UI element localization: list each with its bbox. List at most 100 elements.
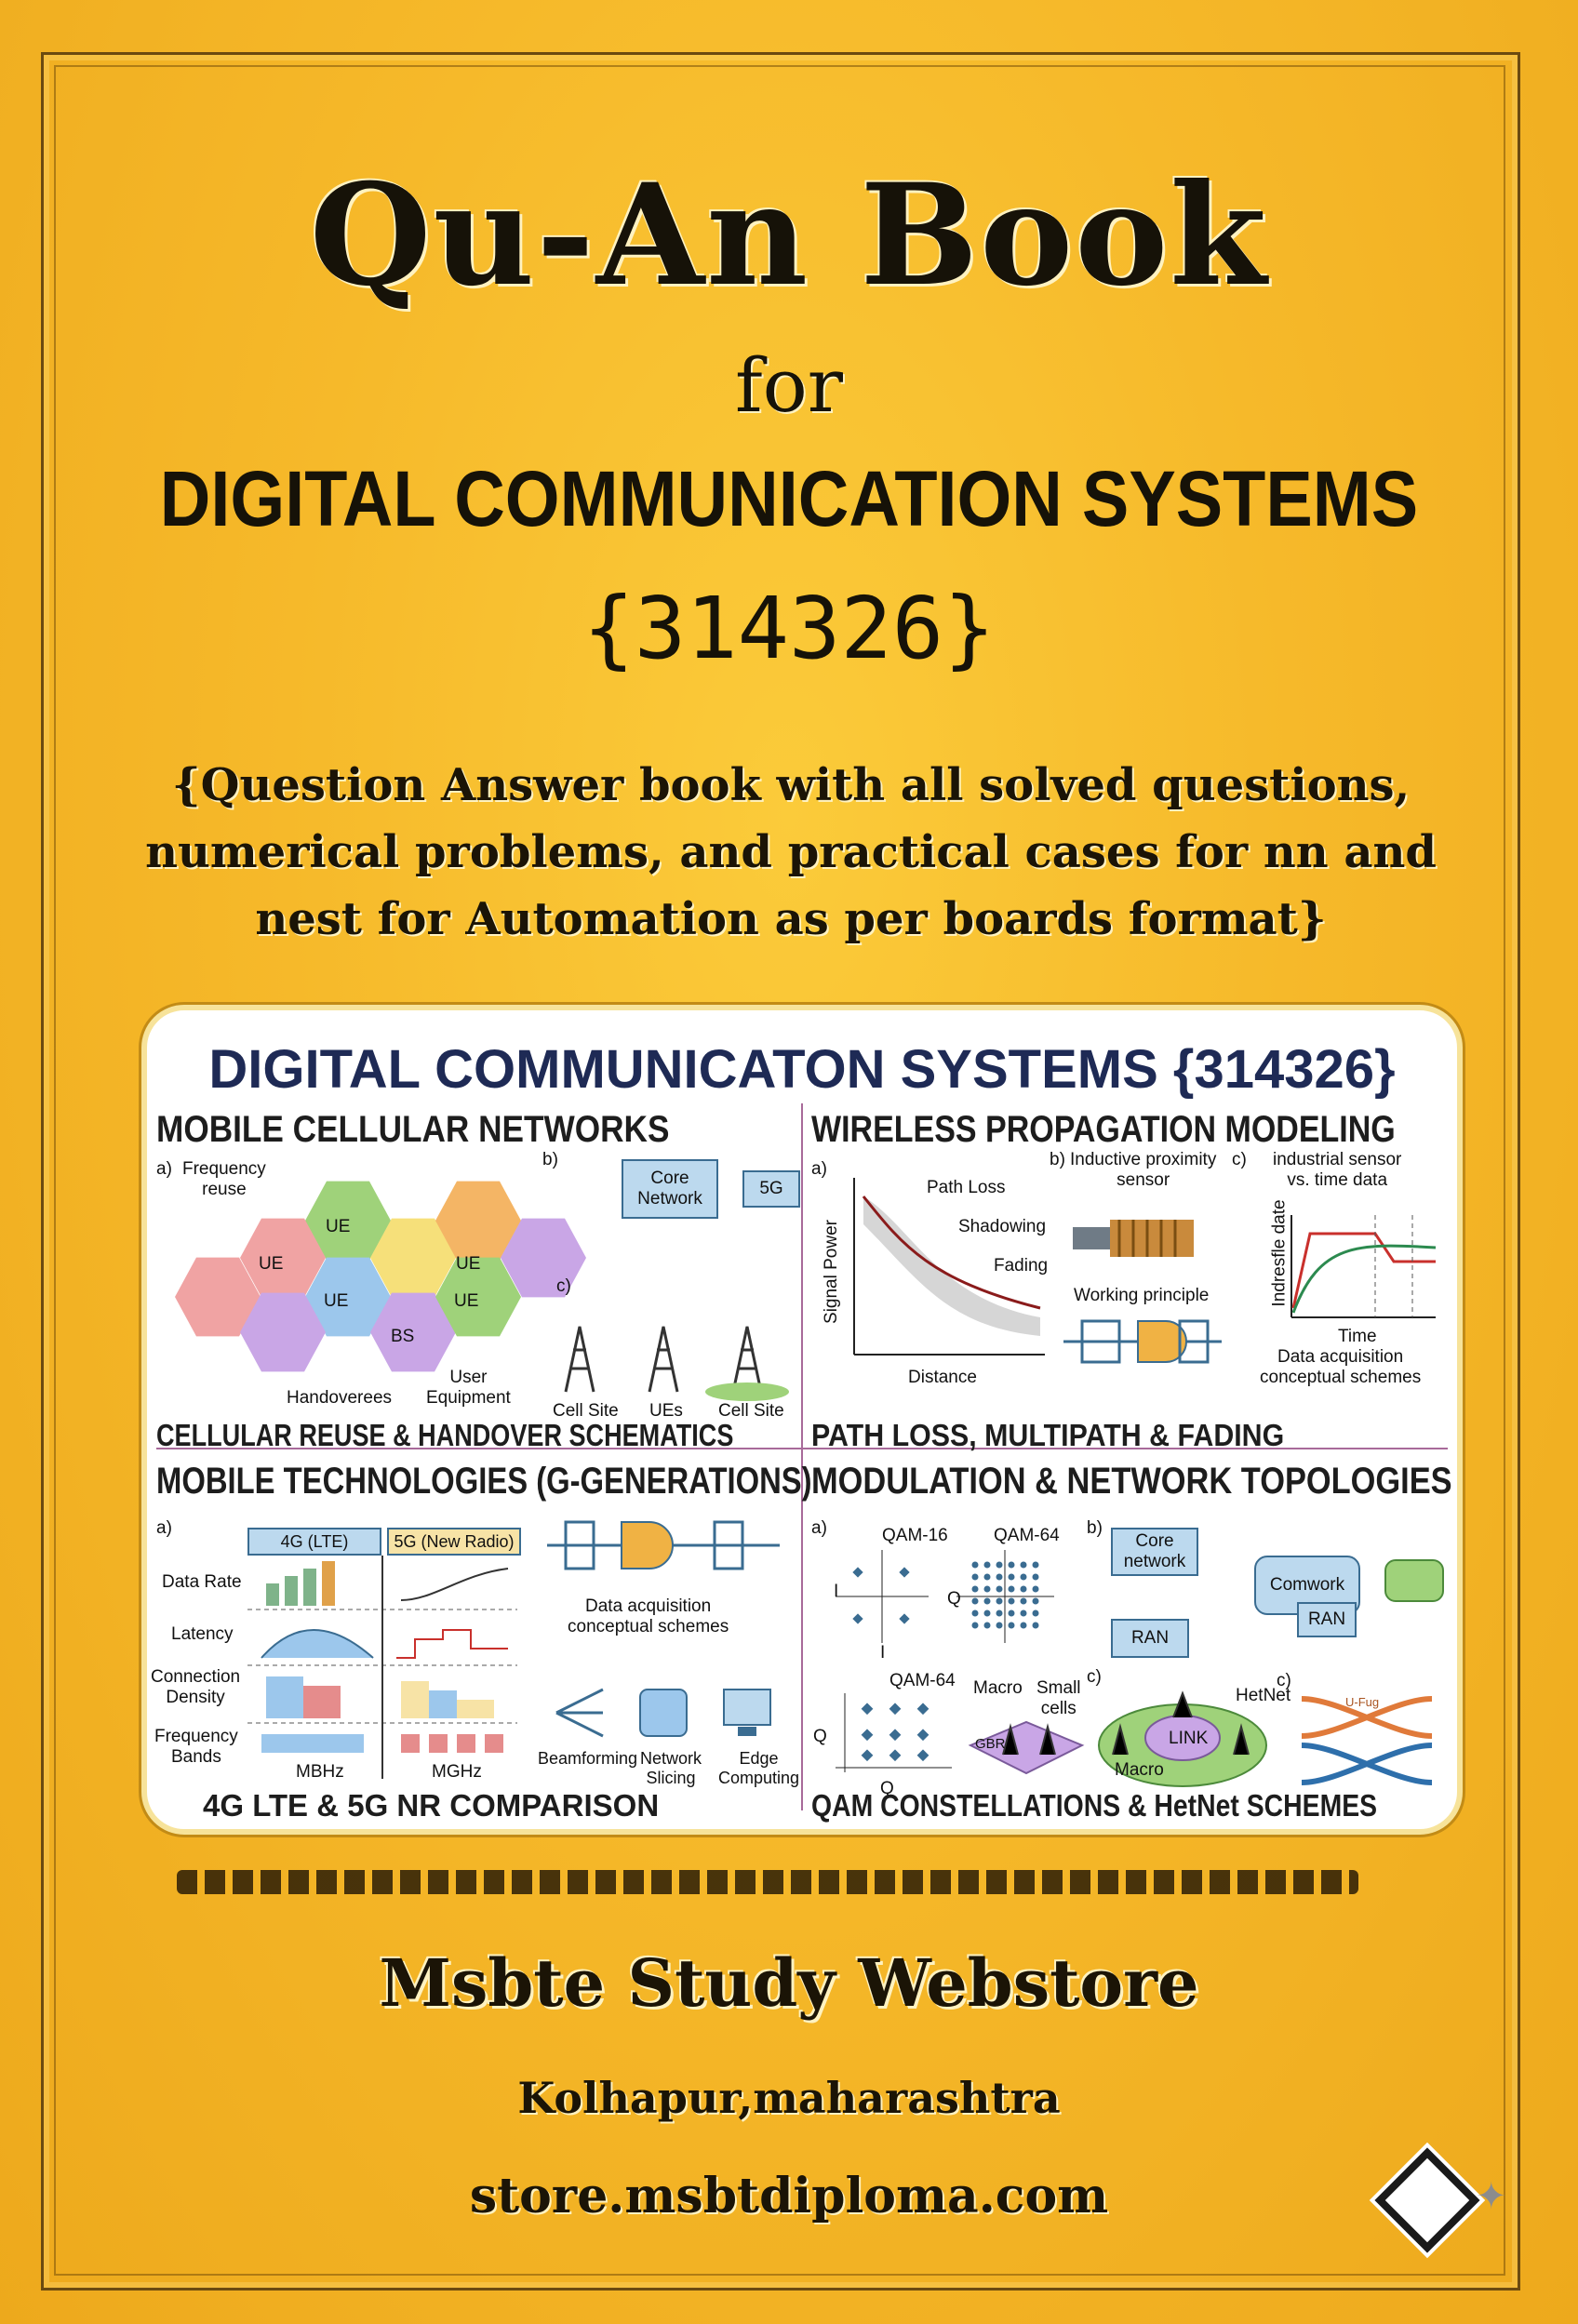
small-cells-label: Small cells bbox=[1036, 1678, 1081, 1718]
industrial-sensor-label: industrial sensor vs. time data bbox=[1273, 1150, 1402, 1190]
qam64-label: QAM-64 bbox=[994, 1526, 1060, 1545]
q1-b-label: b) bbox=[542, 1150, 558, 1169]
gbr-label: GBR bbox=[975, 1736, 1006, 1752]
antenna-icon bbox=[555, 1688, 771, 1738]
hetnet-diagram bbox=[1098, 1690, 1267, 1787]
fading-label: Fading bbox=[994, 1256, 1049, 1276]
qam64-point bbox=[1032, 1573, 1039, 1581]
q4-footer: QAM CONSTELLATIONS & HetNet SCHEMES bbox=[811, 1788, 1378, 1823]
i-axis-label: I bbox=[880, 1643, 886, 1663]
qam64-point bbox=[1008, 1622, 1015, 1629]
panel-horizontal-divider bbox=[156, 1448, 1448, 1449]
sensor-time-graph bbox=[1290, 1215, 1437, 1318]
qam64-point bbox=[1008, 1597, 1015, 1605]
ufug-label: U-Fug bbox=[1345, 1695, 1380, 1709]
beamforming-label: Beamforming bbox=[538, 1749, 638, 1768]
cover-outer-frame bbox=[41, 52, 1520, 2291]
time-label: Time bbox=[1338, 1327, 1377, 1346]
macro-label-2: Macro bbox=[1115, 1760, 1164, 1780]
qam64-point bbox=[1020, 1561, 1027, 1569]
qam-constellation-bottom bbox=[836, 1693, 952, 1772]
qam64-point bbox=[971, 1622, 979, 1629]
eye-diagram bbox=[1301, 1696, 1433, 1785]
qam64-point bbox=[983, 1573, 991, 1581]
q1-heading: MOBILE CELLULAR NETWORKS bbox=[156, 1109, 670, 1150]
qam64-point bbox=[983, 1622, 991, 1629]
data-rate-label: Data Rate bbox=[162, 1572, 242, 1592]
latency-label: Latency bbox=[171, 1624, 234, 1644]
qam64-point bbox=[1008, 1585, 1015, 1593]
handoverees-label: Handoverees bbox=[287, 1388, 393, 1408]
path-loss-graph bbox=[853, 1178, 1045, 1356]
shadowing-label: Shadowing bbox=[958, 1217, 1047, 1236]
indrestle-date-label: Indresfle date bbox=[1269, 1199, 1290, 1307]
qam64-point bbox=[1032, 1622, 1039, 1629]
q1-a-label: a) bbox=[156, 1159, 172, 1179]
q4-c2-label: c) bbox=[1277, 1671, 1291, 1690]
qam64-point bbox=[971, 1561, 979, 1569]
q4-c-label: c) bbox=[1087, 1667, 1102, 1687]
core-network-box: Core Network bbox=[622, 1159, 718, 1219]
ran-box-2: RAN bbox=[1297, 1602, 1357, 1637]
qam64-point bbox=[996, 1561, 1003, 1569]
qam64-point bbox=[1032, 1585, 1039, 1593]
q2-a-label: a) bbox=[811, 1159, 827, 1179]
decorative-divider bbox=[177, 1870, 1358, 1894]
qam64-point bbox=[1008, 1561, 1015, 1569]
q3-daq-label: Data acquisition conceptual schemes bbox=[568, 1596, 729, 1636]
qam64-point bbox=[983, 1561, 991, 1569]
hetnet-label: HetNet bbox=[1236, 1686, 1291, 1705]
qam64-point bbox=[971, 1585, 979, 1593]
five-g-box: 5G bbox=[742, 1170, 800, 1208]
qam64-point bbox=[1032, 1561, 1039, 1569]
i-axis-label: I bbox=[834, 1582, 839, 1601]
qam64-point bbox=[1008, 1609, 1015, 1617]
qam64-point bbox=[1020, 1597, 1027, 1605]
q-axis-label: Q bbox=[813, 1727, 827, 1746]
mbhz-label: MBHz bbox=[296, 1762, 344, 1782]
q1-footer: CELLULAR REUSE & HANDOVER SCHEMATICS bbox=[156, 1418, 734, 1452]
q2-c-label: c) bbox=[1232, 1150, 1247, 1169]
publisher-location: Kolhapur,maharashtra bbox=[517, 2073, 1061, 2123]
subject-title: DIGITAL COMMUNICATION SYSTEMS bbox=[159, 455, 1419, 542]
q-axis-label: Q bbox=[947, 1589, 961, 1609]
network-slicing-label: Network Slicing bbox=[640, 1749, 702, 1787]
lte-header: 4G (LTE) bbox=[247, 1528, 381, 1556]
qam64-point bbox=[996, 1609, 1003, 1617]
core-network-box-2: Core network bbox=[1111, 1528, 1198, 1576]
panel-vertical-divider bbox=[801, 1103, 803, 1810]
qam64-point bbox=[983, 1597, 991, 1605]
q2-daq-label: Data acquisition conceptual schemes bbox=[1260, 1347, 1422, 1387]
description-line: numerical problems, and practical cases … bbox=[145, 826, 1437, 878]
qam64-point bbox=[971, 1597, 979, 1605]
publisher-website[interactable]: store.msbtdiploma.com bbox=[469, 2168, 1109, 2224]
path-loss-label: Path Loss bbox=[927, 1178, 1006, 1197]
q2-b-label: b) bbox=[1050, 1150, 1065, 1169]
qam64-point bbox=[1020, 1573, 1027, 1581]
daq-gate-diagram bbox=[547, 1520, 780, 1570]
signal-power-label: Signal Power bbox=[821, 1220, 841, 1324]
qam64-point bbox=[1032, 1597, 1039, 1605]
qam64-point bbox=[996, 1585, 1003, 1593]
description-line: {Question Answer book with all solved qu… bbox=[171, 759, 1411, 811]
lte-nr-comparison-grid bbox=[247, 1556, 517, 1779]
q1-freq-reuse-label: Frequency reuse bbox=[182, 1159, 266, 1199]
q4-heading: MODULATION & NETWORK TOPOLOGIES bbox=[811, 1461, 1452, 1502]
qam64-point bbox=[996, 1622, 1003, 1629]
q-axis-label: Q bbox=[880, 1779, 894, 1798]
qam64-point bbox=[1008, 1573, 1015, 1581]
working-principle-diagram bbox=[1063, 1319, 1222, 1364]
ran-box: RAN bbox=[1111, 1619, 1189, 1658]
q4-a-label: a) bbox=[811, 1518, 827, 1538]
distance-label: Distance bbox=[908, 1368, 977, 1387]
qam64-point bbox=[971, 1609, 979, 1617]
qam64-point bbox=[971, 1573, 979, 1581]
q2-heading: WIRELESS PROPAGATION MODELING bbox=[811, 1109, 1396, 1150]
q2-footer: PATH LOSS, MULTIPATH & FADING bbox=[811, 1418, 1285, 1452]
qam64-point bbox=[1032, 1609, 1039, 1617]
qam64-point bbox=[983, 1585, 991, 1593]
q3-footer: 4G LTE & 5G NR COMPARISON bbox=[203, 1788, 660, 1823]
description-line: nest for Automation as per boards format… bbox=[255, 893, 1327, 945]
qam64-point bbox=[1020, 1622, 1027, 1629]
q4-b-label: b) bbox=[1087, 1518, 1103, 1538]
